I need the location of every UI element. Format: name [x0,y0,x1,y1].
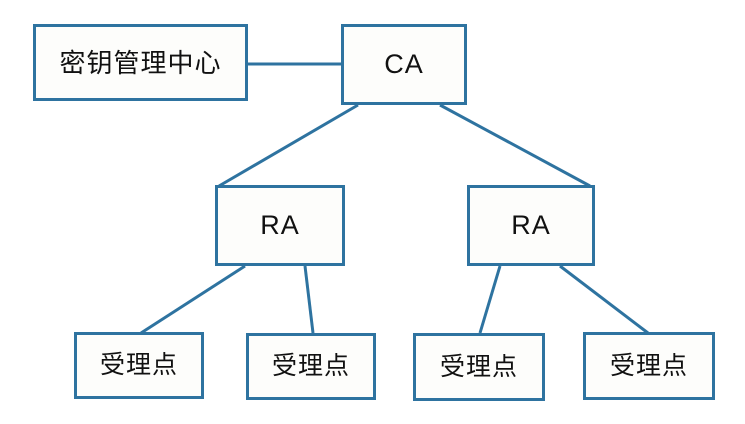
node-label-acceptance-point-3: 受理点 [439,352,518,381]
connector-ra-right-leaf-3 [478,265,502,334]
node-ca[interactable]: CA [341,24,467,105]
node-ra-left[interactable]: RA [215,185,345,266]
connector-ca-ra-left [218,103,359,188]
node-key-management-center[interactable]: 密钥管理中心 [33,24,248,101]
connector-ra-left-leaf-2 [303,265,315,334]
node-acceptance-point-4[interactable]: 受理点 [583,332,715,400]
node-label-ra-right: RA [511,210,551,240]
node-acceptance-point-3[interactable]: 受理点 [413,333,545,401]
node-label-key-management-center: 密钥管理中心 [59,47,222,78]
connector-ra-right-leaf-4 [559,264,649,335]
node-label-acceptance-point-4: 受理点 [609,351,688,380]
connector-ca-ra-right [439,103,591,188]
node-ra-right[interactable]: RA [467,185,595,266]
node-label-ca: CA [384,49,424,79]
node-acceptance-point-1[interactable]: 受理点 [74,332,204,399]
node-label-ra-left: RA [260,210,300,240]
node-acceptance-point-2[interactable]: 受理点 [246,333,376,400]
connector-ra-left-leaf-1 [140,264,246,335]
node-label-acceptance-point-1: 受理点 [99,351,178,379]
node-label-acceptance-point-2: 受理点 [271,352,350,380]
